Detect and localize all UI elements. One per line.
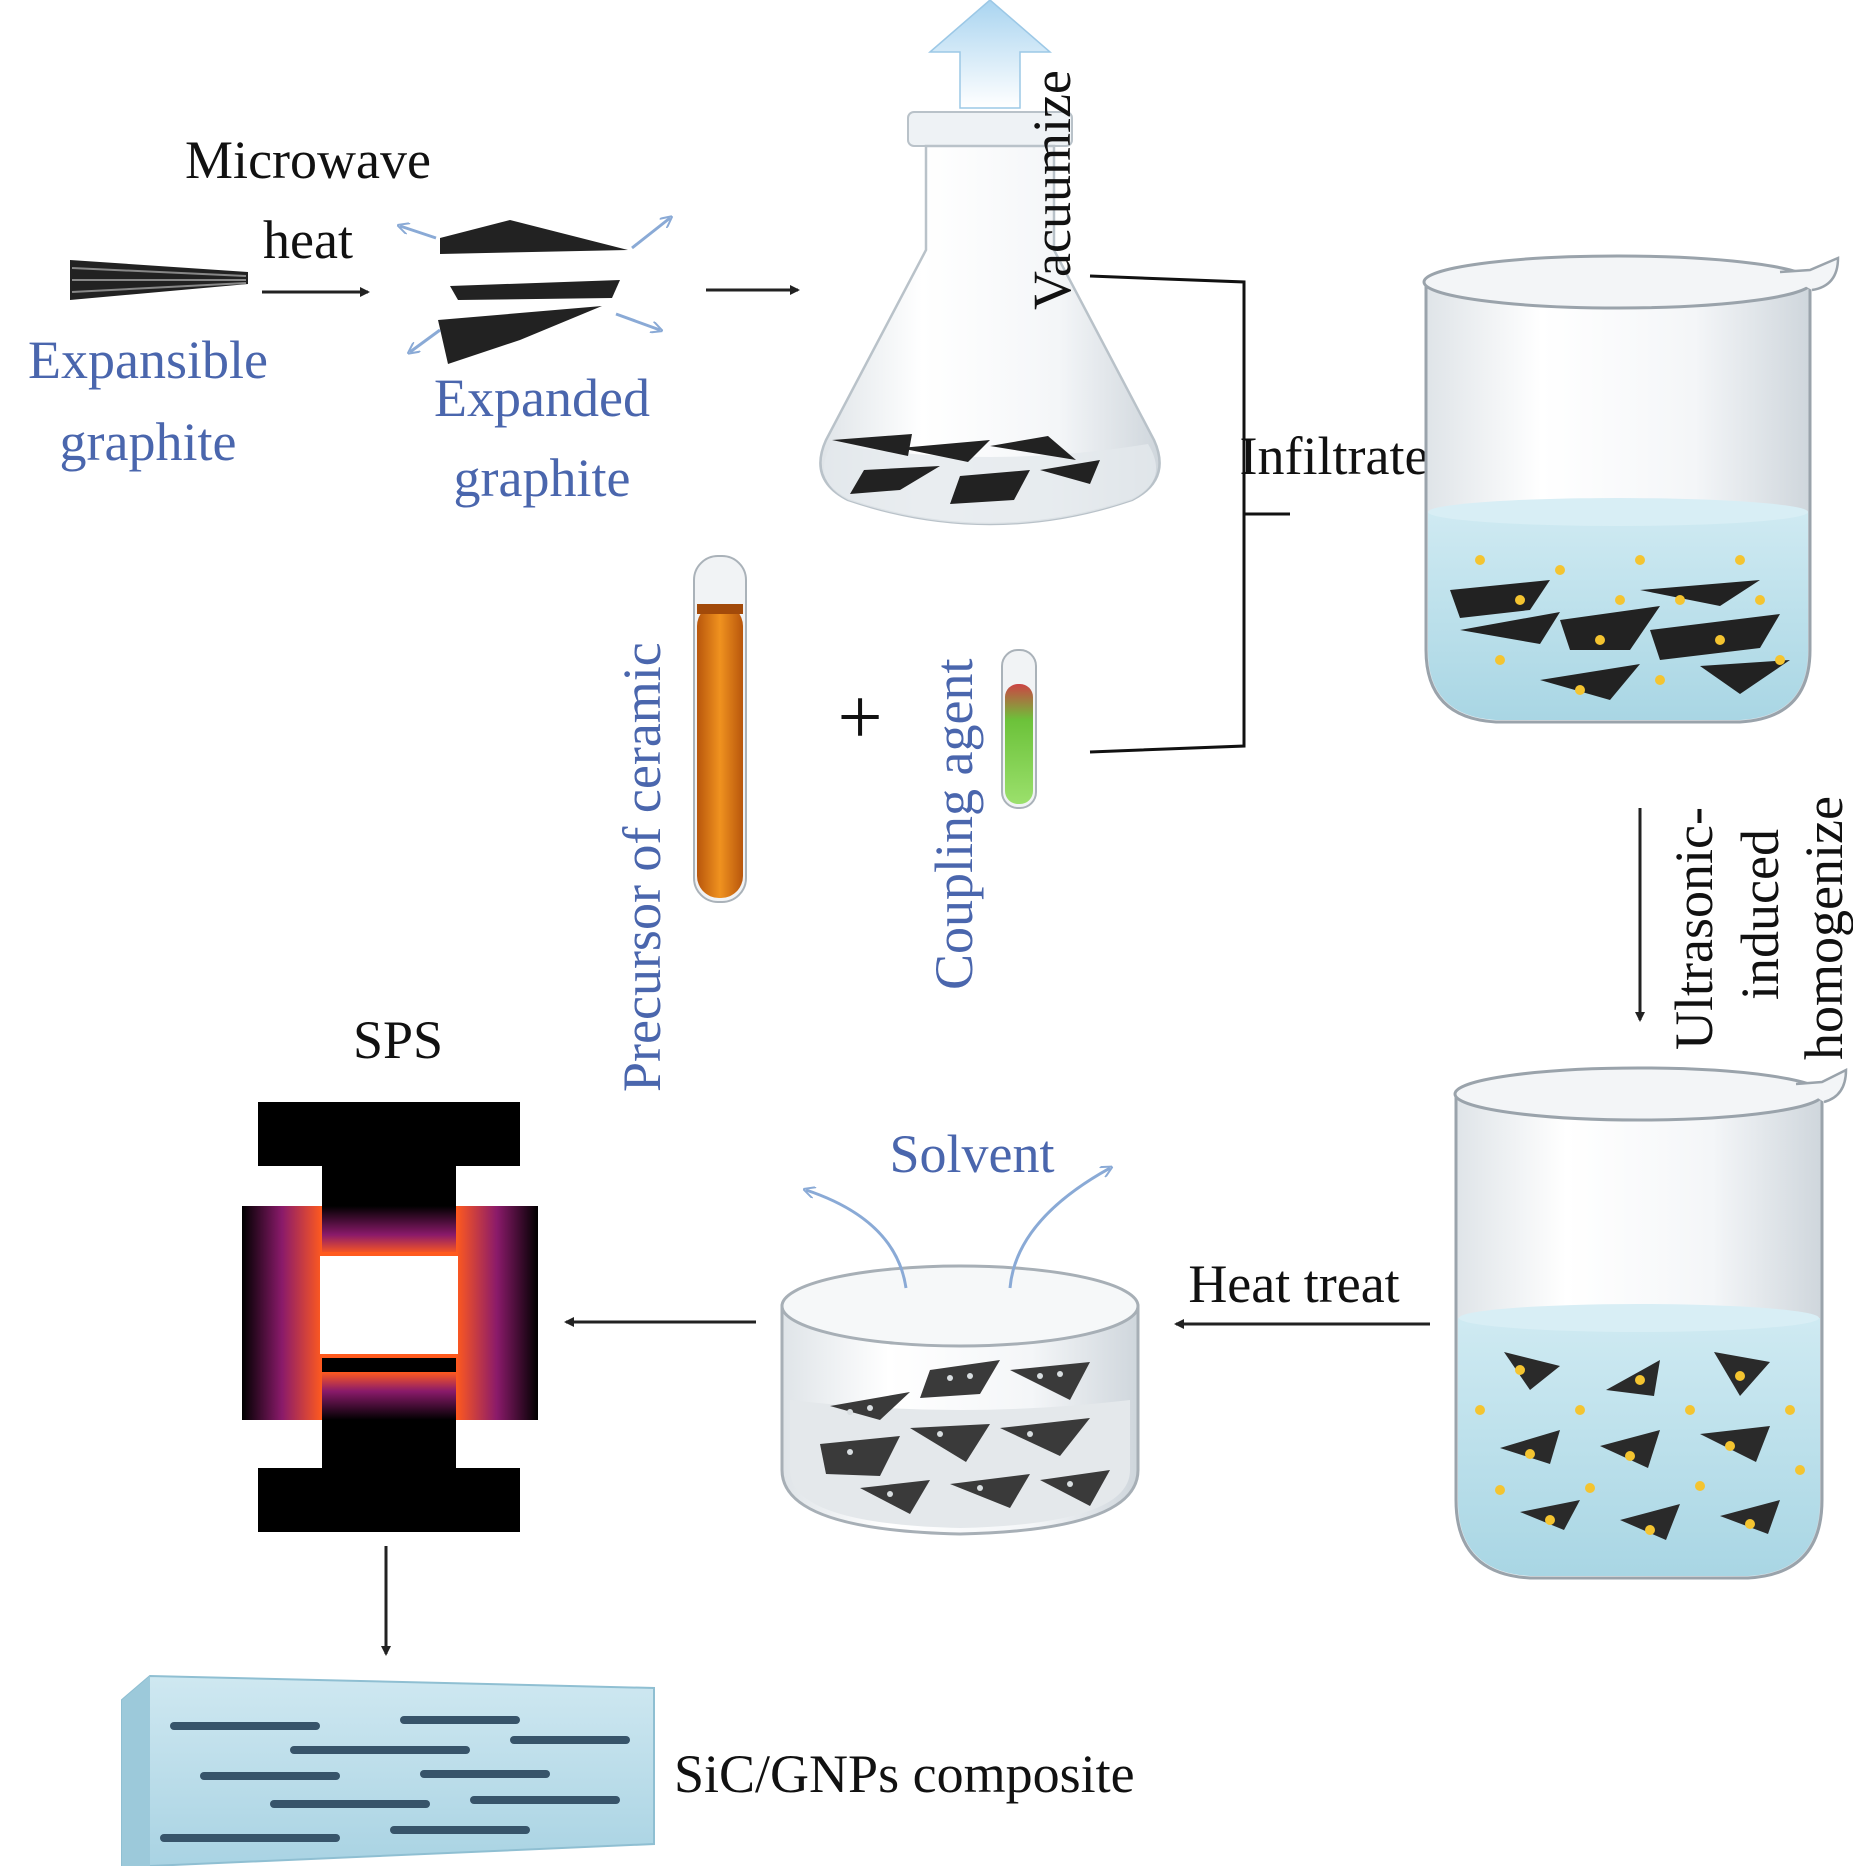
expanded-label-1: Expanded	[434, 368, 650, 428]
beaker-infiltrated	[1422, 254, 1840, 724]
expanded-label-2: graphite	[454, 448, 631, 508]
microwave-label: Microwave	[185, 130, 431, 190]
ultrasonic-label-2: induced	[1730, 829, 1790, 1000]
evaporation-dish	[780, 1264, 1140, 1536]
expansible-graphite	[70, 260, 248, 300]
sps-label: SPS	[353, 1010, 443, 1070]
coupling-tube	[1001, 649, 1037, 809]
composite-label: SiC/GNPs composite	[674, 1744, 1135, 1804]
composite-slab	[121, 1674, 655, 1866]
expansible-label-2: graphite	[60, 412, 237, 472]
ultrasonic-label-1: Ultrasonic-	[1664, 807, 1724, 1050]
infiltrate-label: Infiltrate	[1240, 426, 1429, 486]
sps-apparatus	[242, 1102, 538, 1532]
coupling-label: Coupling agent	[924, 659, 984, 990]
precursor-tube	[693, 555, 747, 903]
vapor-left	[806, 1190, 908, 1289]
vacuumize-label: Vacuumize	[1022, 70, 1082, 310]
expanded-graphite	[400, 218, 670, 364]
expansible-label-1: Expansible	[28, 330, 268, 390]
ultrasonic-label-3: homogenize	[1794, 796, 1853, 1060]
infiltrate-bracket	[1089, 274, 1290, 754]
precursor-label: Precursor of ceramic	[612, 642, 672, 1092]
vapor-right	[1008, 1168, 1110, 1289]
heat-label: heat	[263, 210, 353, 270]
plus-sign: +	[837, 674, 882, 762]
solvent-label: Solvent	[889, 1124, 1054, 1184]
vacuum-flask	[819, 0, 1161, 526]
heat-treat-label: Heat treat	[1188, 1254, 1399, 1314]
beaker-homogenized	[1453, 1066, 1848, 1580]
